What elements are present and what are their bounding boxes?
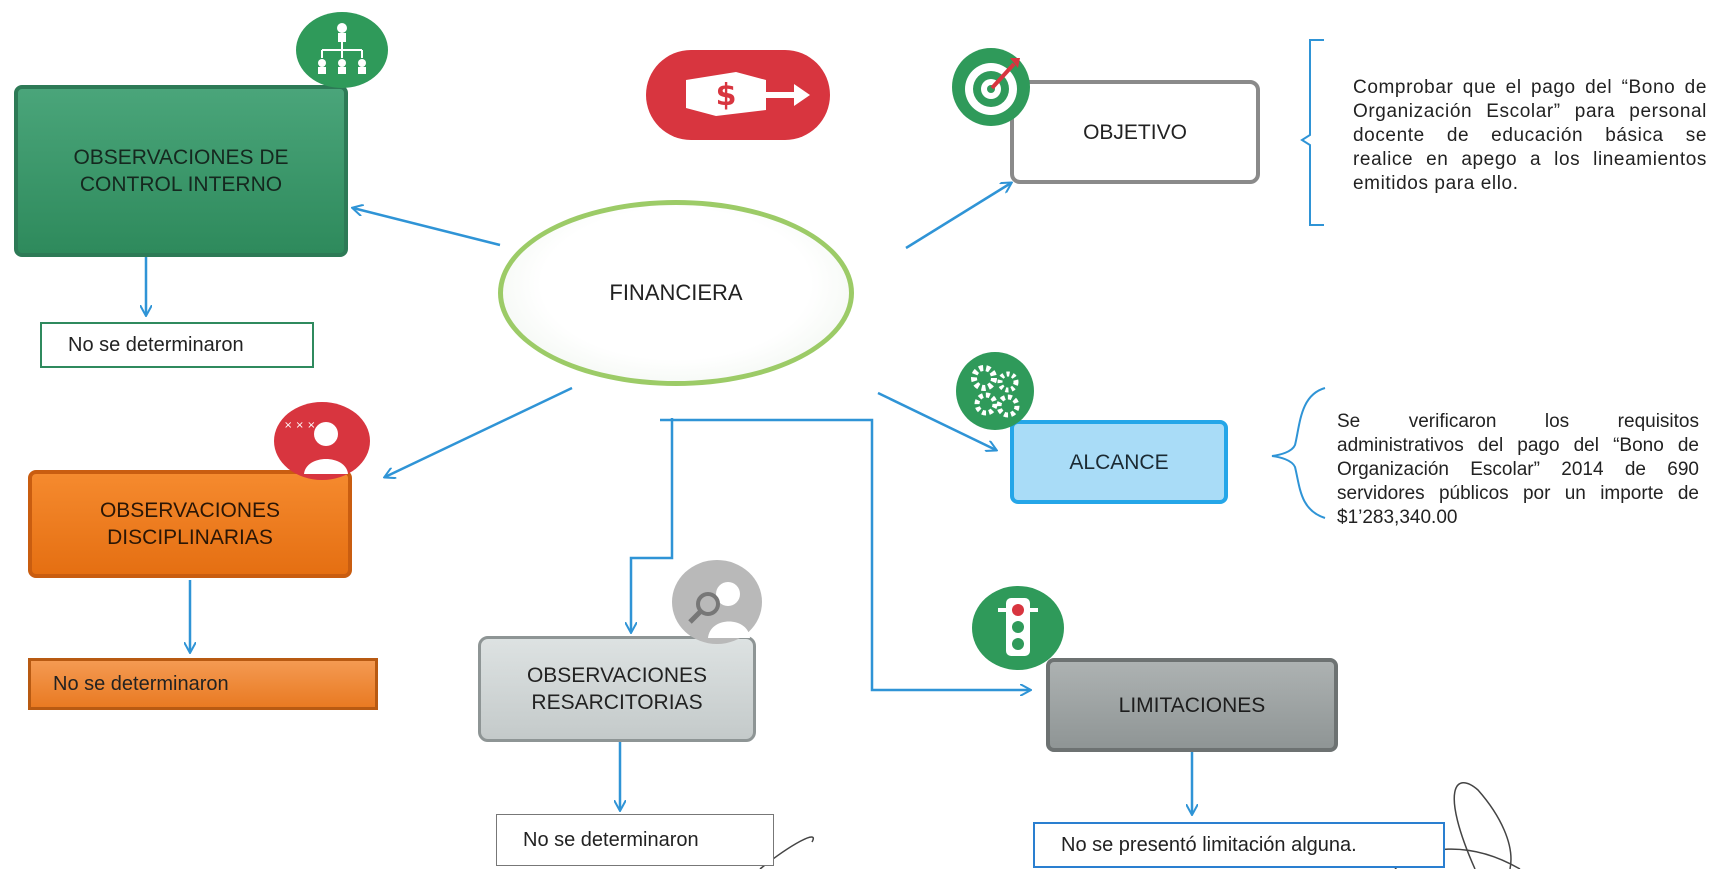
svg-text:$: $ xyxy=(716,78,737,113)
center-node: FINANCIERA xyxy=(498,200,854,386)
resarcitorias-node: OBSERVACIONES RESARCITORIAS xyxy=(478,636,756,742)
arrow-to-disciplinarias xyxy=(385,386,573,477)
decorative-stroke xyxy=(1453,782,1512,869)
limitaciones-label: LIMITACIONES xyxy=(1118,693,1266,717)
resarcitorias-result-text: No se determinaron xyxy=(523,828,699,851)
alcance-node: ALCANCE xyxy=(1010,420,1228,504)
money-hand-icon: $ xyxy=(646,50,830,140)
limitaciones-result-text: No se presentó limitación alguna. xyxy=(1061,833,1357,856)
resarcitorias-result: No se determinaron xyxy=(496,814,774,866)
disciplinarias-result-text: No se determinaron xyxy=(53,672,229,695)
objetivo-node: OBJETIVO xyxy=(1010,80,1260,184)
control-interno-node: OBSERVACIONES DE CONTROL INTERNO xyxy=(14,85,348,257)
limitaciones-node: LIMITACIONES xyxy=(1046,658,1338,752)
disciplinarias-result: No se determinaron xyxy=(28,658,378,710)
arrow-to-alcance xyxy=(877,391,996,450)
alcance-description: Se verificaron los requisitos administra… xyxy=(1337,411,1699,528)
control-interno-label-line2: CONTROL INTERNO xyxy=(79,173,283,196)
resarcitorias-label-line1: OBSERVACIONES xyxy=(526,664,708,687)
objetivo-description: Comprobar que el pago del “Bono de Organ… xyxy=(1353,77,1707,194)
target-icon xyxy=(952,48,1030,126)
arrow-to-objetivo xyxy=(905,183,1011,250)
center-label: FINANCIERA xyxy=(609,280,743,305)
control-interno-result: No se determinaron xyxy=(40,322,314,368)
svg-text:× × ×: × × × xyxy=(284,420,316,431)
gears-icon xyxy=(956,352,1034,430)
person-x-icon: × × × xyxy=(274,402,370,480)
disciplinarias-label-line2: DISCIPLINARIAS xyxy=(107,526,273,549)
control-interno-result-text: No se determinaron xyxy=(68,333,244,356)
traffic-light-icon xyxy=(972,586,1064,670)
objetivo-label: OBJETIVO xyxy=(1083,120,1187,144)
alcance-label: ALCANCE xyxy=(1069,450,1169,474)
disciplinarias-label-line1: OBSERVACIONES xyxy=(99,499,281,522)
control-interno-label-line1: OBSERVACIONES DE xyxy=(73,146,289,169)
limitaciones-result: No se presentó limitación alguna. xyxy=(1033,822,1445,868)
arrow-to-limitaciones xyxy=(660,418,1030,690)
arrow-to-resarcitorias xyxy=(631,418,674,632)
alcance-brace xyxy=(1271,387,1326,519)
disciplinarias-node: OBSERVACIONES DISCIPLINARIAS xyxy=(28,470,352,578)
objetivo-bracket xyxy=(1300,39,1324,226)
arrow-to-control-interno xyxy=(353,208,501,247)
magnifier-person-icon xyxy=(672,560,762,644)
org-chart-icon xyxy=(296,12,388,88)
resarcitorias-label-line2: RESARCITORIAS xyxy=(531,691,703,714)
